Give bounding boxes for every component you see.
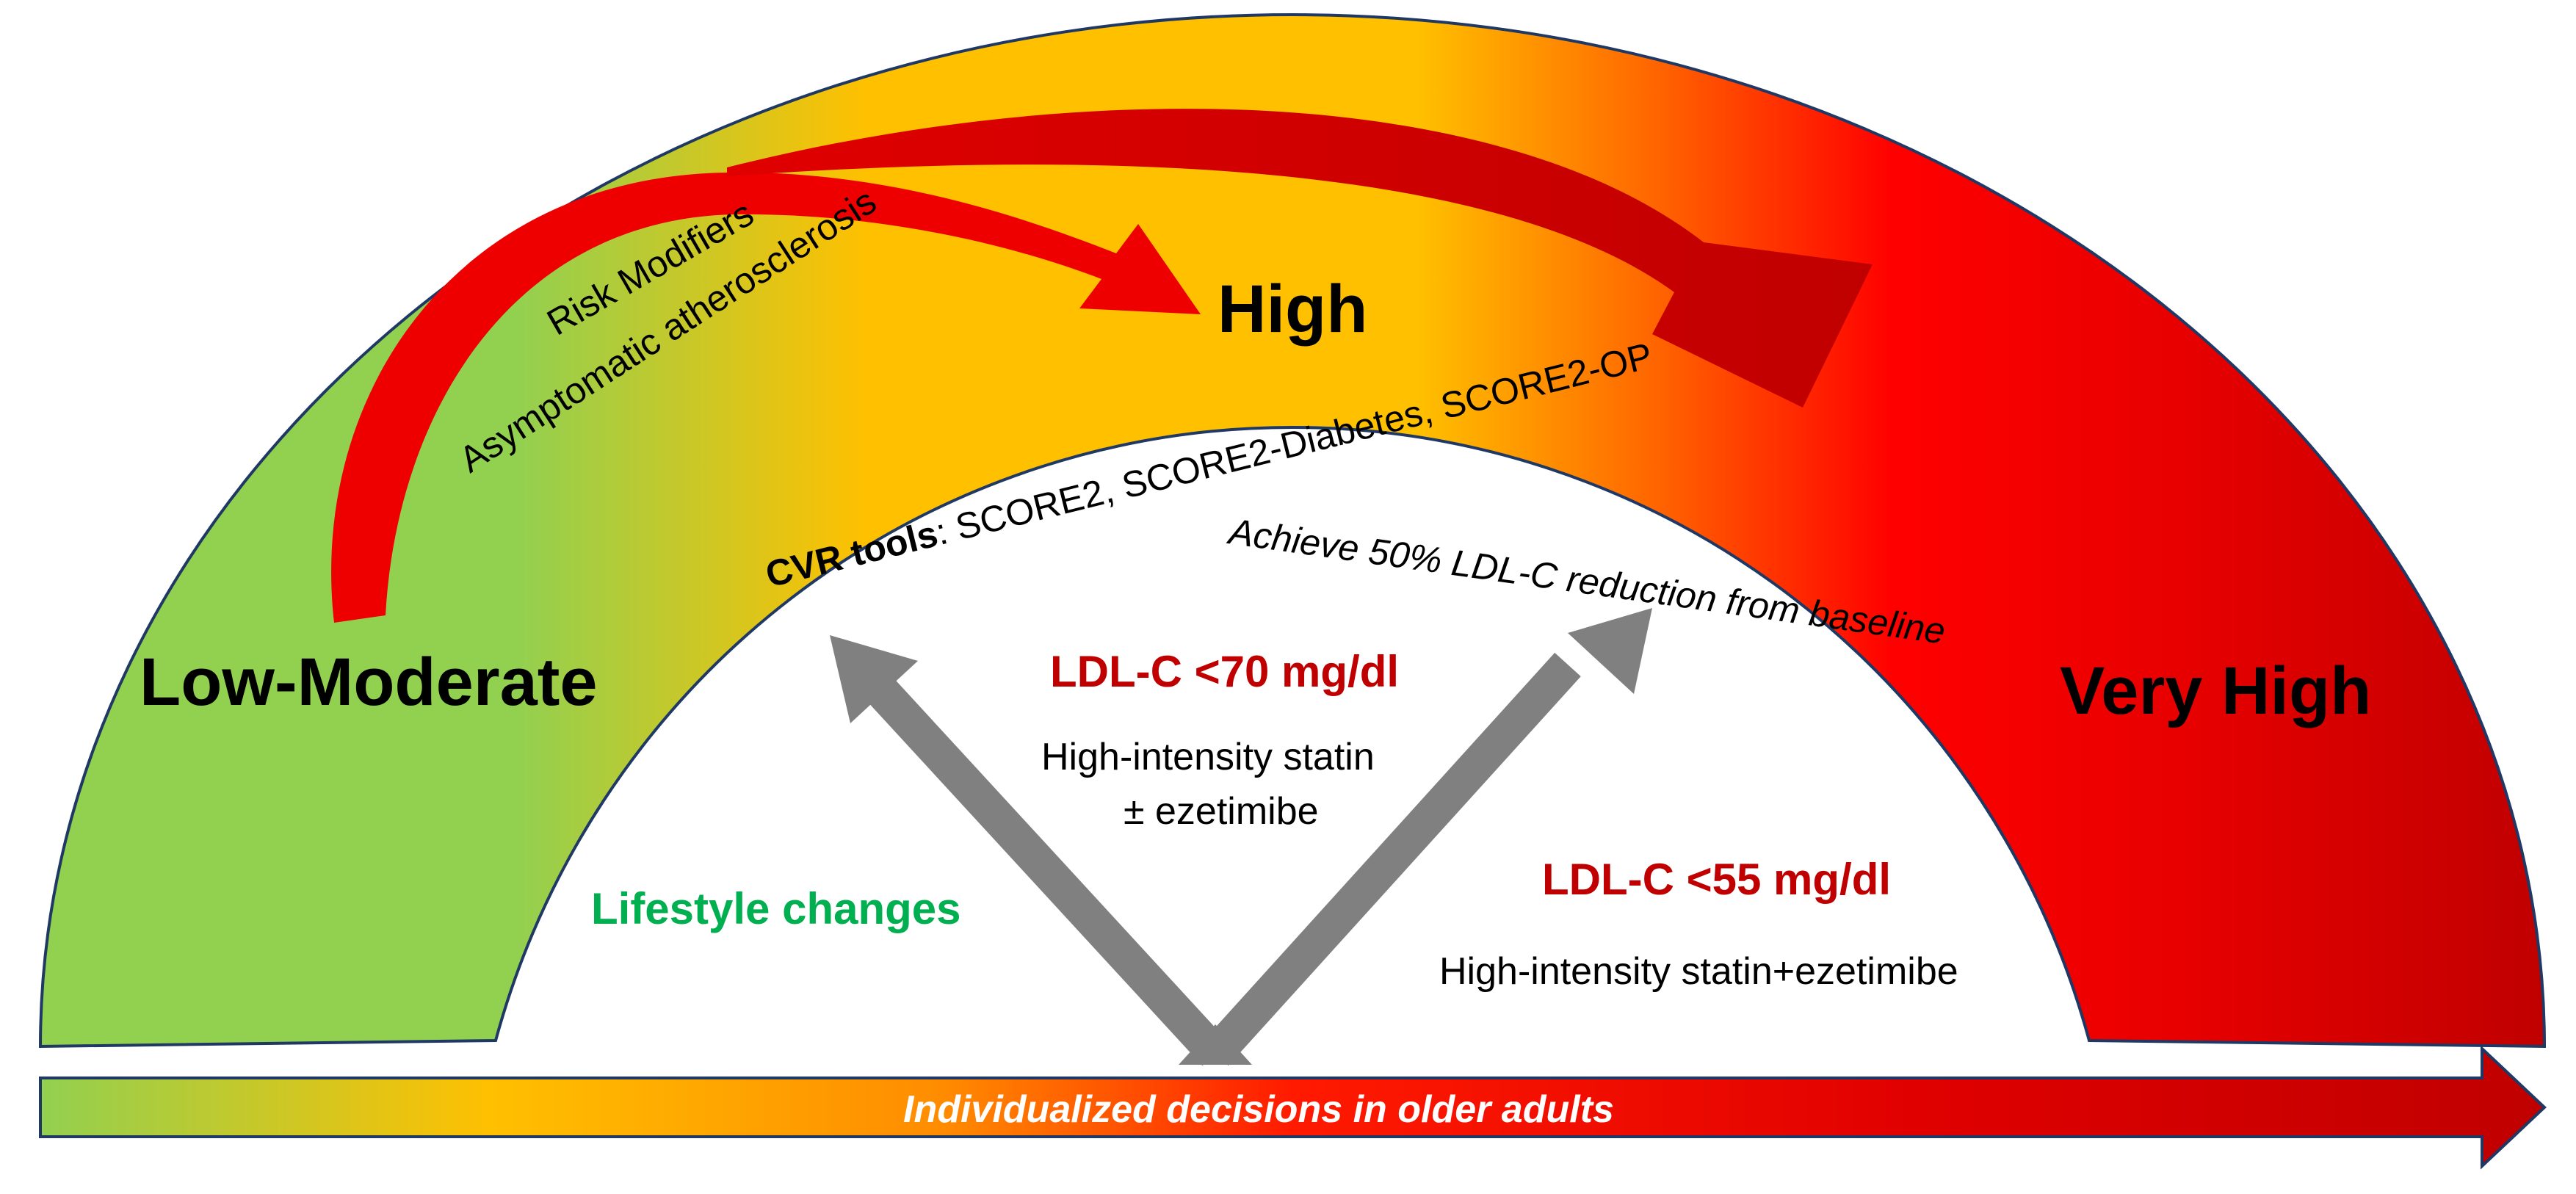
very-high-ldl-target: LDL-C <55 mg/dl bbox=[1542, 855, 1891, 904]
high-to-very-high-arrow bbox=[727, 109, 1873, 408]
very-high-label: Very High bbox=[2060, 654, 2371, 728]
high-treatment-line-2: ± ezetimibe bbox=[1124, 790, 1319, 833]
very-high-treatment: High-intensity statin+ezetimibe bbox=[1439, 950, 1958, 993]
lifestyle-changes-label: Lifestyle changes bbox=[591, 884, 961, 933]
high-treatment-line-1: High-intensity statin bbox=[1041, 736, 1375, 778]
high-ldl-target: LDL-C <70 mg/dl bbox=[1050, 647, 1399, 696]
individualized-decisions-label: Individualized decisions in older adults bbox=[903, 1088, 1614, 1131]
high-label: High bbox=[1218, 272, 1367, 347]
low-moderate-label: Low-Moderate bbox=[140, 645, 598, 720]
individualized-decisions-bar bbox=[39, 1045, 2547, 1170]
treatment-v-arrows bbox=[830, 608, 1652, 1066]
